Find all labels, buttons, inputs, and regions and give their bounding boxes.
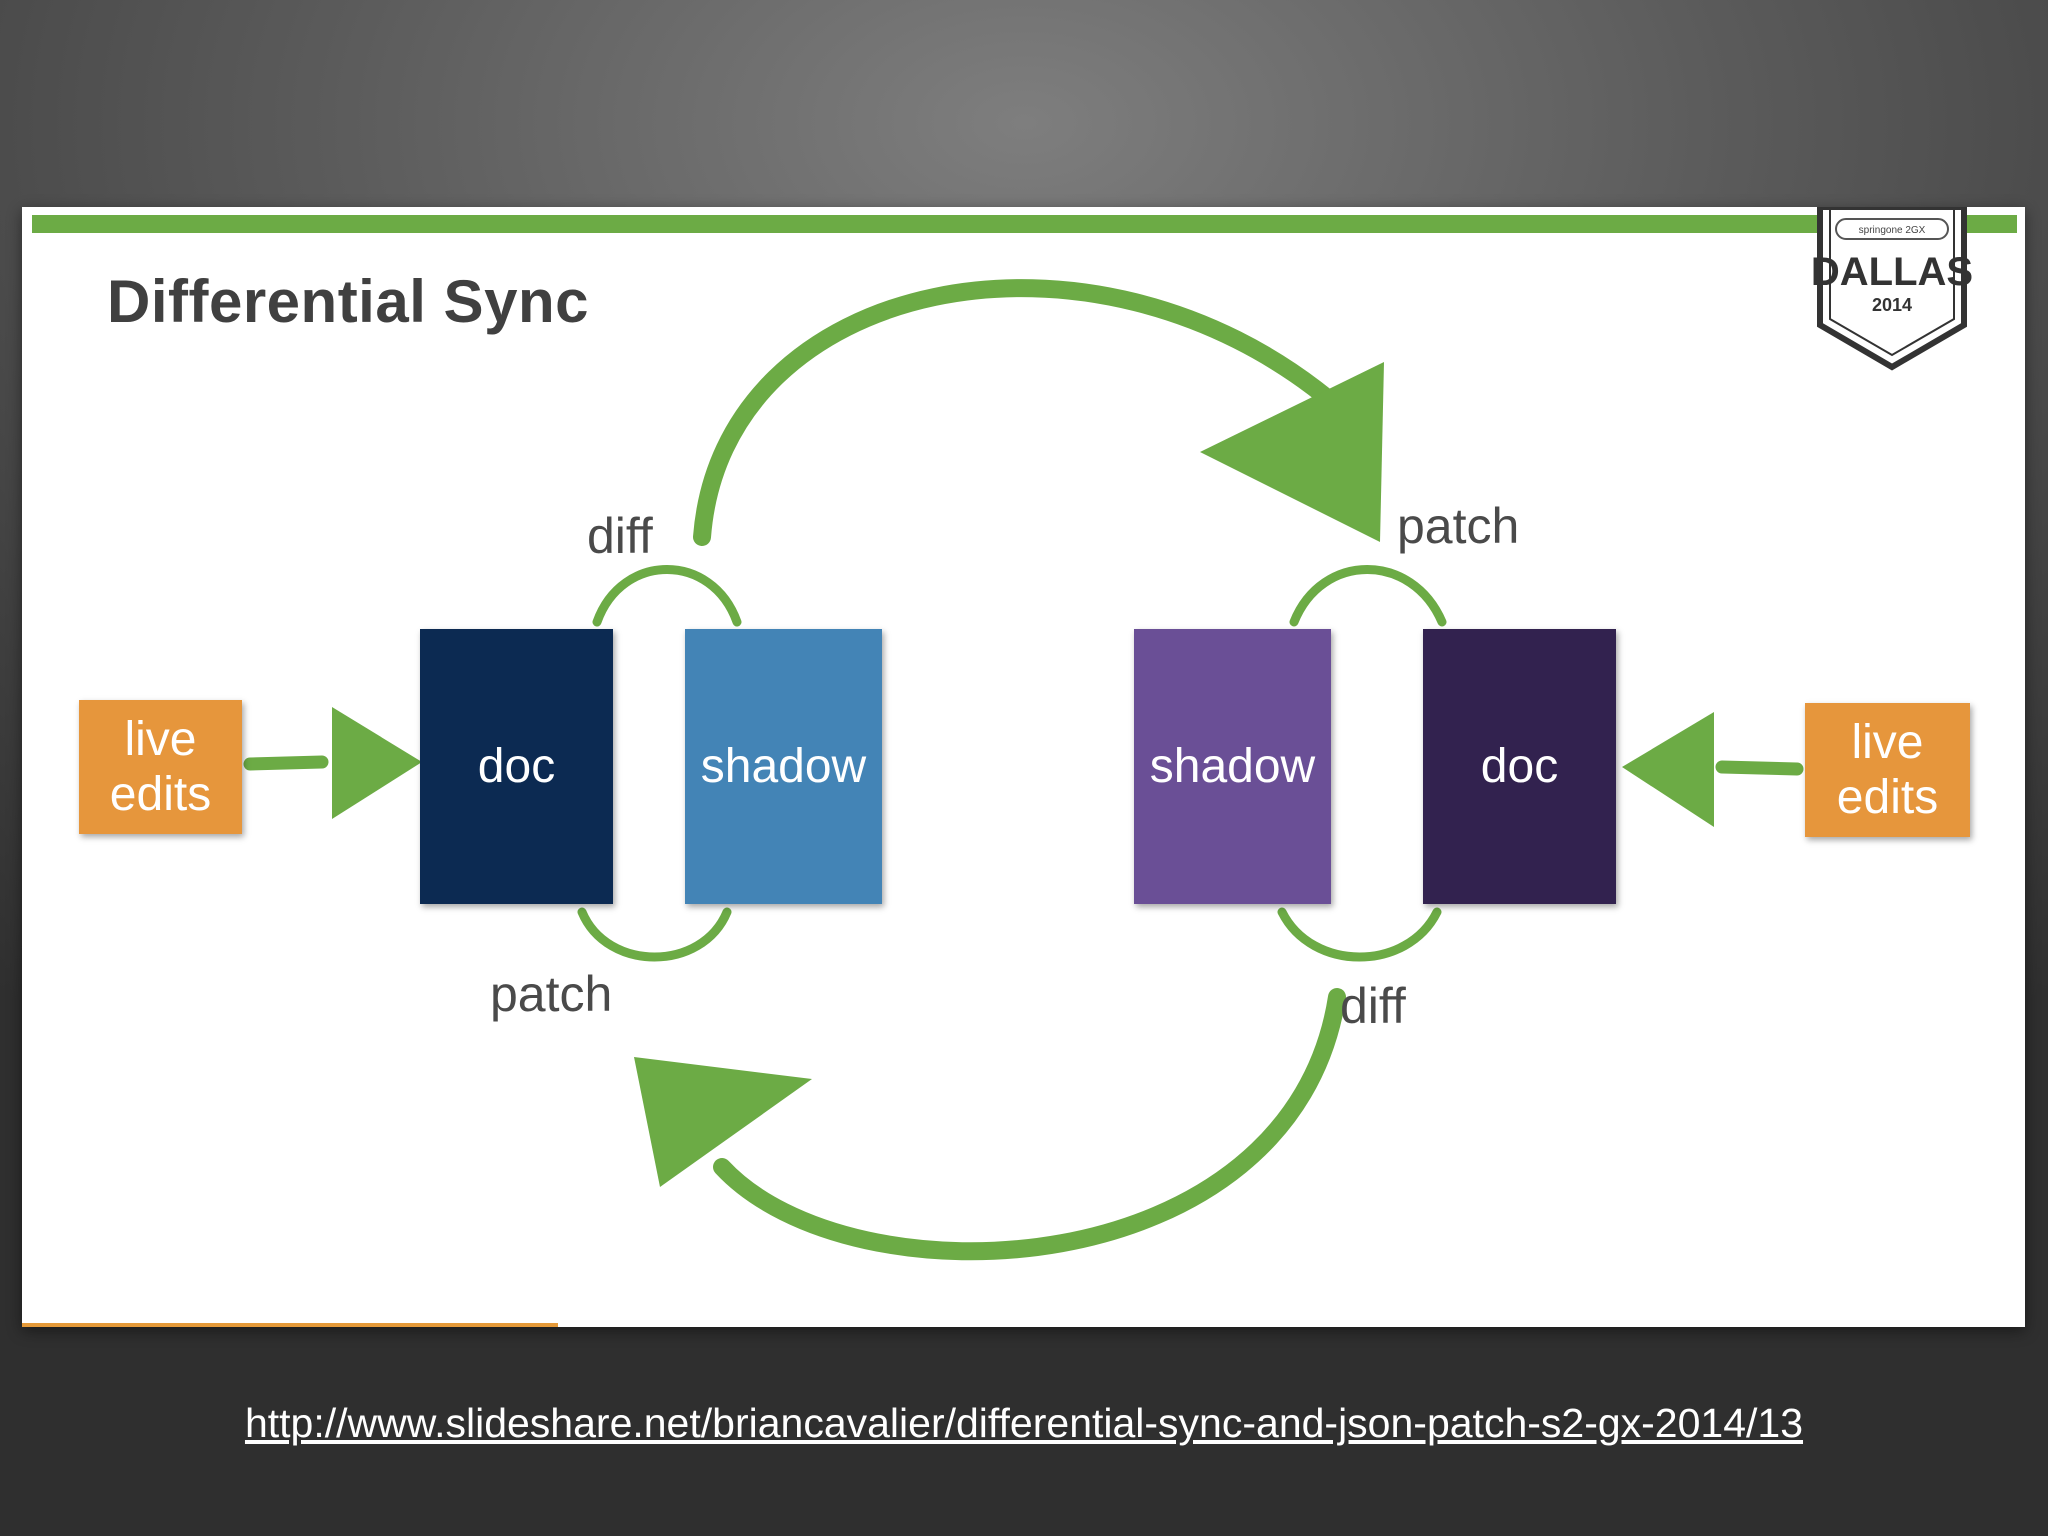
- live-edit-arrow-left: [243, 755, 329, 771]
- shadow-box-right: shadow: [1134, 629, 1331, 904]
- diff-arc-right: [1277, 907, 1442, 962]
- bottom-arrowhead: [634, 1057, 812, 1187]
- live-edits-box-left: live edits: [79, 700, 242, 834]
- badge-city: DALLAS: [1811, 250, 1973, 294]
- doc-label-right: doc: [1480, 739, 1559, 793]
- doc-box-right: doc: [1423, 629, 1616, 904]
- live-edits-box-right: live edits: [1805, 703, 1970, 837]
- sync-arrows: [243, 279, 1804, 1261]
- top-loop-arrow: [693, 279, 1341, 546]
- slide-title: Differential Sync: [107, 268, 589, 335]
- source-url-link[interactable]: http://www.slideshare.net/briancavalier/…: [244, 1400, 1804, 1446]
- badge-brand: springone 2GX: [1859, 225, 1926, 236]
- top-arrowhead: [1200, 362, 1384, 542]
- patch-label-top: patch: [1397, 498, 1520, 554]
- diff-label-bottom: diff: [1340, 978, 1406, 1034]
- live-edits-label-left: live edits: [109, 712, 212, 821]
- left-live-arrowhead: [332, 707, 422, 819]
- shadow-label-left: shadow: [700, 739, 867, 793]
- slide-progress-bar: [22, 1323, 558, 1327]
- right-live-arrowhead: [1622, 712, 1714, 827]
- patch-arc-left: [577, 907, 732, 962]
- doc-label-left: doc: [477, 739, 556, 793]
- live-edits-label-right: live edits: [1836, 715, 1939, 824]
- live-edit-arrow-right: [1715, 760, 1804, 776]
- shadow-label-right: shadow: [1149, 739, 1316, 793]
- patch-label-bottom: patch: [490, 966, 613, 1022]
- slide: Differential Sync springone 2GX DALLAS 2…: [22, 207, 2025, 1327]
- shadow-box-left: shadow: [685, 629, 882, 904]
- diff-label-top: diff: [587, 508, 653, 564]
- slide-accent-bar: [32, 215, 2017, 233]
- doc-box-left: doc: [420, 629, 613, 904]
- patch-arc-right: [1289, 565, 1447, 627]
- diff-arc-left: [592, 565, 742, 627]
- bottom-loop-arrow: [713, 988, 1346, 1261]
- badge-year: 2014: [1872, 295, 1912, 315]
- springone-dallas-badge-logo: springone 2GX DALLAS 2014: [1811, 207, 1973, 371]
